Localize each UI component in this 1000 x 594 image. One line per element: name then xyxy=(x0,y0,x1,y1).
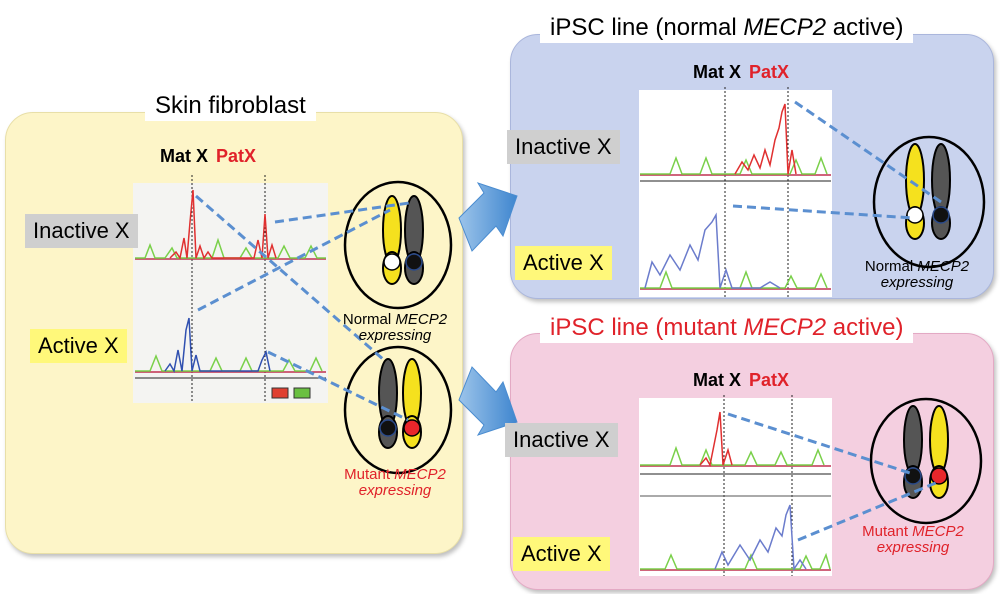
mutant-trace-panel xyxy=(639,398,832,576)
mutant-traces xyxy=(640,395,831,576)
skin-normal-cell xyxy=(343,180,453,310)
normal-traces xyxy=(640,87,831,297)
normal-trace-panel xyxy=(639,90,832,297)
skin-active-x-label: Active X xyxy=(30,329,127,363)
mutant-active-x-label: Active X xyxy=(513,537,610,571)
arrow-to-mutant-shape xyxy=(458,366,518,436)
skin-inactive-x-label: Inactive X xyxy=(25,214,138,248)
mutant-ipsc-title: iPSC line (mutant MECP2 active) xyxy=(540,313,914,343)
normal-active-x-label: Active X xyxy=(515,246,612,280)
normal-ipsc-cell xyxy=(872,135,986,269)
normal-inactive-x-label: Inactive X xyxy=(507,130,620,164)
skin-traces xyxy=(135,175,326,402)
mutant-ipsc-cell xyxy=(869,397,983,525)
dashed-connectors xyxy=(195,100,942,542)
normal-ipsc-title: iPSC line (normal MECP2 active) xyxy=(540,13,914,43)
mutant-inactive-x-label: Inactive X xyxy=(505,423,618,457)
skin-mutant-cell xyxy=(343,345,453,475)
arrow-to-normal-shape xyxy=(458,182,518,252)
skin-fibroblast-title: Skin fibroblast xyxy=(145,91,316,121)
